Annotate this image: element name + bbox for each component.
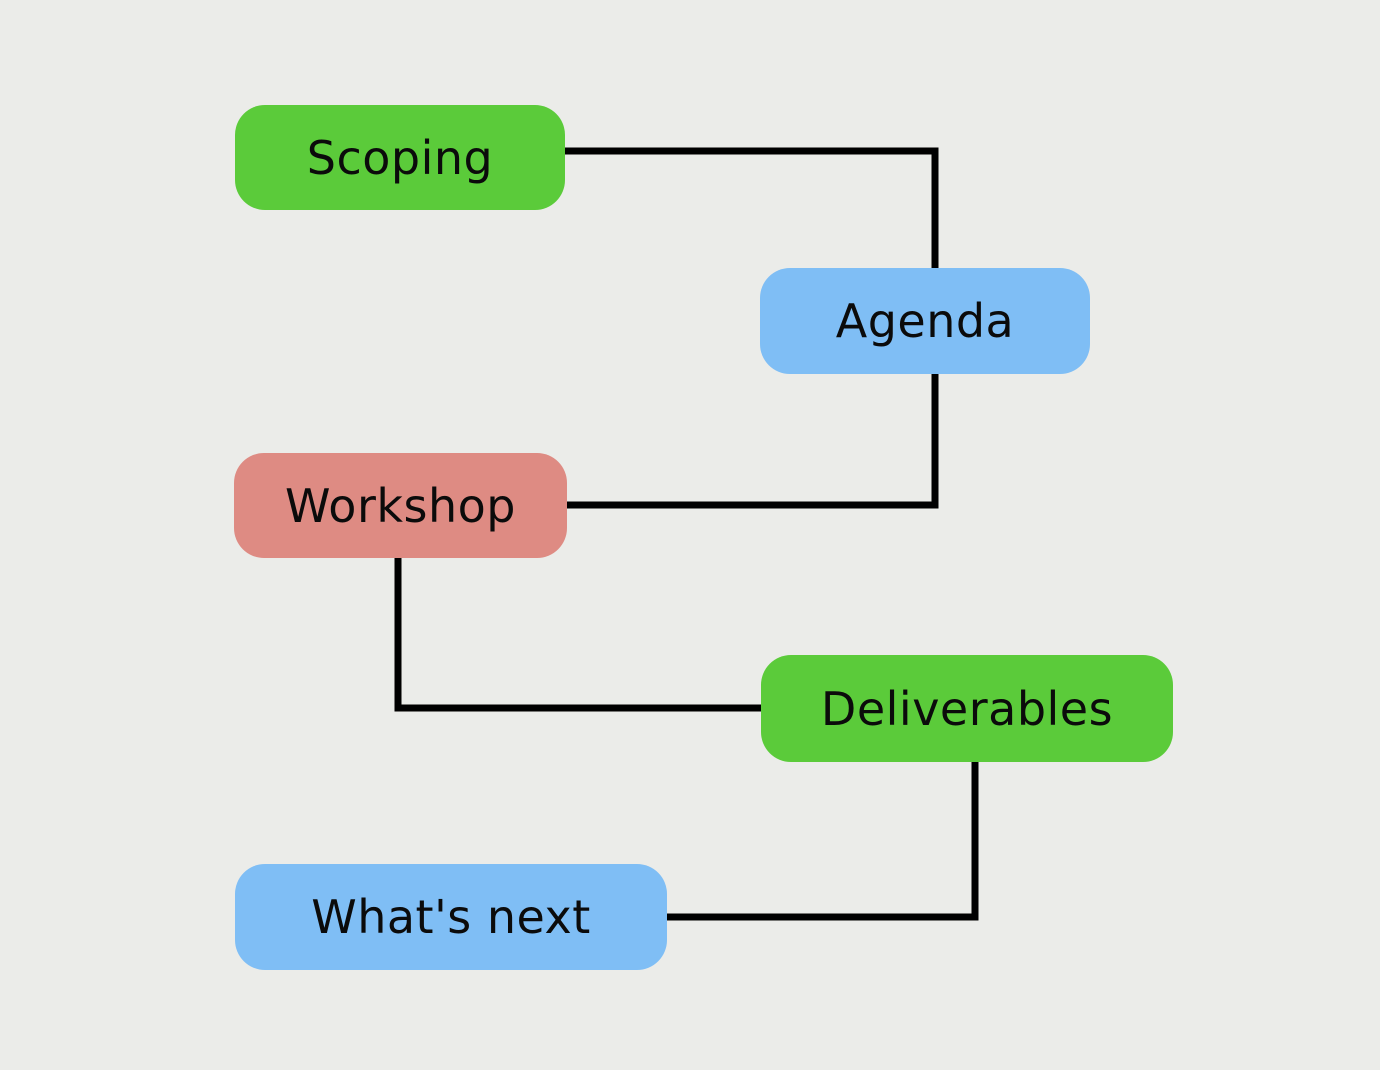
node-workshop[interactable]: Workshop [234,453,567,558]
connector-deliverables-whats-next [667,761,979,921]
connector-scoping-agenda [565,147,939,268]
node-deliverables-label: Deliverables [820,681,1114,736]
node-agenda-label: Agenda [835,294,1015,348]
node-scoping-label: Scoping [306,130,494,185]
node-deliverables[interactable]: Deliverables [761,655,1173,762]
connector-workshop-deliverables [394,557,761,712]
node-scoping[interactable]: Scoping [235,105,565,210]
node-agenda[interactable]: Agenda [760,268,1090,374]
node-whats-next[interactable]: What's next [235,864,667,970]
node-whats-next-label: What's next [311,890,591,944]
node-workshop-label: Workshop [285,478,516,533]
connector-agenda-workshop [567,373,939,509]
